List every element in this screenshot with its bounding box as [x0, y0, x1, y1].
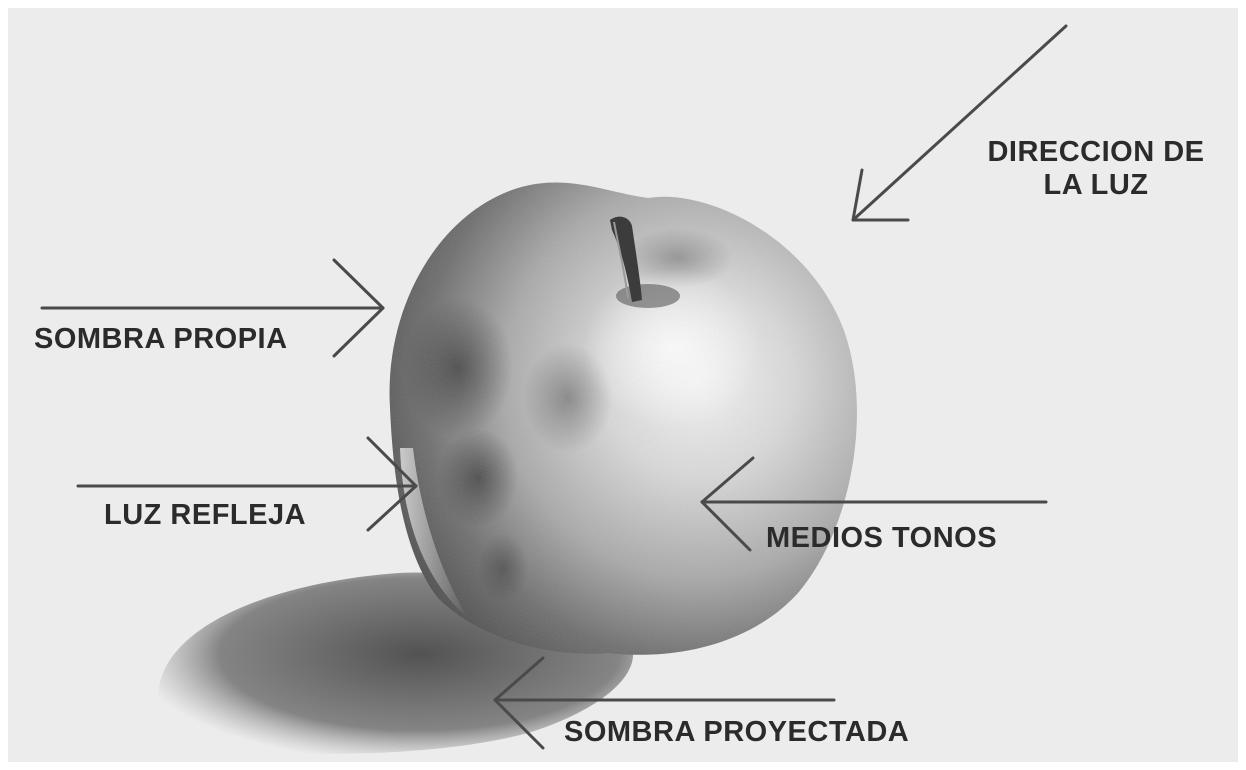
diagram-figure: DIRECCION DE LA LUZ SOMBRA PROPIA LUZ RE…: [8, 8, 1238, 762]
reflected-light-arrow: [76, 436, 418, 532]
mid-tones-arrow: [700, 456, 1048, 552]
cast-shadow-label: SOMBRA PROYECTADA: [564, 716, 910, 748]
light-direction-label-line2: LA LUZ: [1043, 169, 1149, 202]
own-shadow-label: SOMBRA PROPIA: [34, 323, 288, 355]
light-direction-label: DIRECCION DE LA LUZ: [966, 136, 1226, 203]
mid-tones-label: MEDIOS TONOS: [766, 522, 998, 554]
light-direction-label-line1: DIRECCION DE: [987, 136, 1205, 168]
apple-body: [389, 182, 857, 655]
cast-shadow-arrow: [493, 656, 836, 750]
light-direction-arrow: [851, 24, 1068, 222]
apple-illustration: [40, 24, 1068, 754]
own-shadow-arrow: [40, 258, 385, 358]
apple-stem: [610, 216, 680, 308]
reflected-light-label: LUZ REFLEJA: [104, 499, 307, 531]
